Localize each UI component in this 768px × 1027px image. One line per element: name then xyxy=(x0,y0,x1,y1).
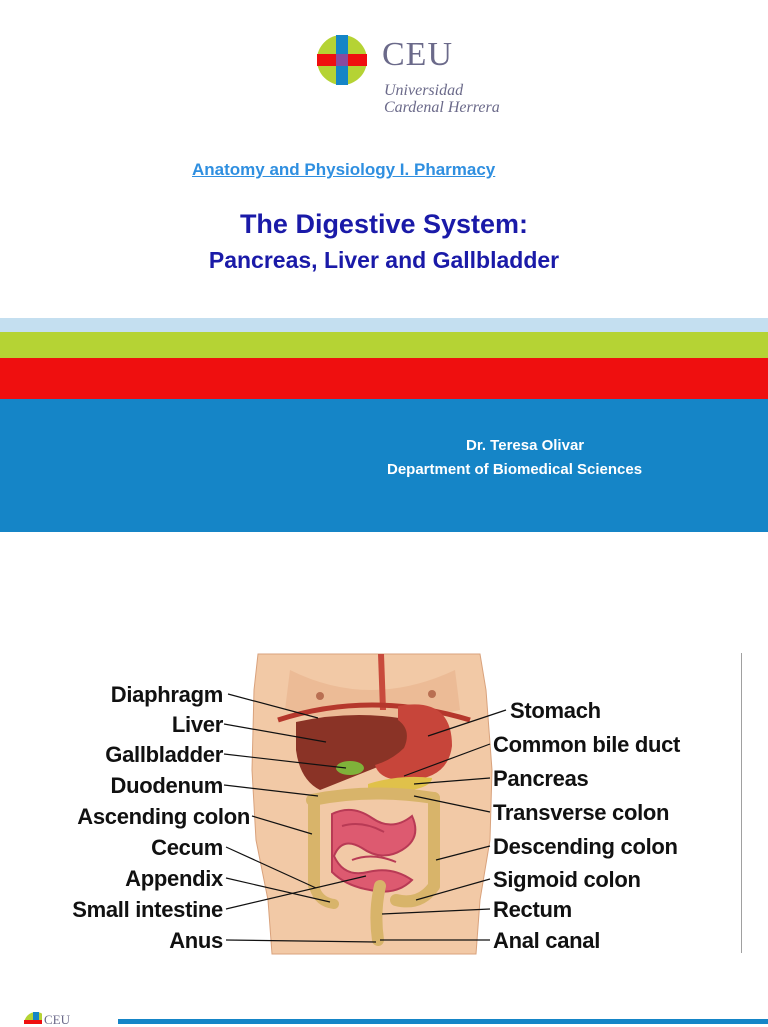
label-gallbladder: Gallbladder xyxy=(105,742,223,767)
author-name: Dr. Teresa Olivar xyxy=(466,437,585,454)
label-descending-colon: Descending colon xyxy=(493,834,678,859)
logo-university-name: Cardenal Herrera xyxy=(384,99,500,116)
decorative-band-red xyxy=(0,358,768,399)
decorative-band-lightblue xyxy=(0,318,768,332)
footer-ceu-logo-icon xyxy=(24,1012,42,1024)
label-stomach: Stomach xyxy=(510,698,601,723)
label-diaphragm: Diaphragm xyxy=(110,682,224,707)
author-banner xyxy=(0,399,768,532)
decorative-band-lime xyxy=(0,332,768,358)
label-sigmoid-colon: Sigmoid colon xyxy=(493,867,641,892)
slide-title: The Digestive System: xyxy=(239,209,529,239)
label-ascending-colon: Ascending colon xyxy=(77,804,250,829)
logo-university-line: Universidad xyxy=(384,82,464,99)
label-transverse-colon: Transverse colon xyxy=(493,800,670,825)
footer-wordmark: CEU xyxy=(44,1012,70,1027)
logo-wordmark: CEU xyxy=(382,36,453,73)
label-rectum: Rectum xyxy=(493,897,572,922)
figure-border xyxy=(741,653,742,953)
ceu-logo: CEU Universidad Cardenal Herrera xyxy=(316,32,526,122)
label-cecum: Cecum xyxy=(151,835,223,860)
label-duodenum: Duodenum xyxy=(110,773,224,798)
label-common-bile-duct: Common bile duct xyxy=(493,732,681,757)
digestive-system-illustration xyxy=(223,653,507,955)
course-link[interactable]: Anatomy and Physiology I. Pharmacy xyxy=(192,160,496,179)
ceu-cross-logo-icon xyxy=(317,35,367,85)
label-anus: Anus xyxy=(169,928,223,953)
author-department: Department of Biomedical Sciences xyxy=(387,461,643,478)
label-anal-canal: Anal canal xyxy=(493,928,601,953)
slide-subtitle: Pancreas, Liver and Gallbladder xyxy=(208,247,560,273)
label-appendix: Appendix xyxy=(125,866,223,891)
label-small-intestine: Small intestine xyxy=(72,897,223,922)
label-liver: Liver xyxy=(171,712,223,737)
label-pancreas: Pancreas xyxy=(493,766,589,791)
footer-rule xyxy=(118,1019,768,1024)
